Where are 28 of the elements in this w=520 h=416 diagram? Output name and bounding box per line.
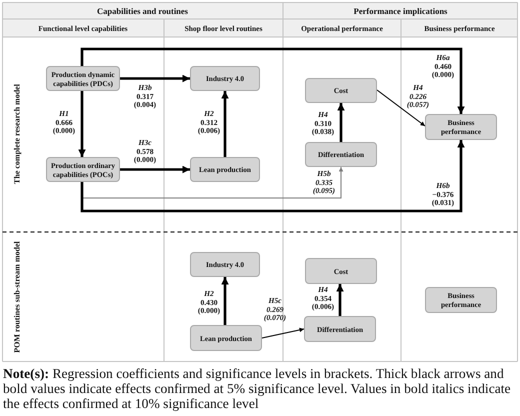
arrow	[80, 140, 465, 212]
arrow	[221, 277, 229, 325]
row-label: The complete research model	[12, 84, 22, 184]
arrow	[336, 284, 344, 316]
note-text: Note(s): Regression coefficients and significance levels in brackets. Thick black arrows and bold values indicate effects confirmed at 5% significance level. Values in bold italics indicate the effects confirmed at 10% significance level	[3, 366, 512, 411]
arrow	[337, 103, 345, 142]
construct-box	[305, 142, 377, 167]
construct-box	[425, 114, 497, 140]
construct-box	[190, 252, 260, 277]
arrow	[82, 166, 344, 198]
construct-box	[190, 157, 260, 182]
construct-box	[190, 325, 262, 351]
construct-box	[305, 258, 377, 284]
construct-box	[190, 66, 260, 91]
construct-box	[305, 78, 377, 103]
arrow	[120, 74, 190, 82]
arrow	[120, 166, 190, 174]
construct-box	[46, 66, 120, 91]
arrow	[376, 90, 426, 126]
arrow	[80, 48, 465, 114]
column-header: Capabilities and routines	[2, 2, 283, 19]
arrow	[262, 328, 304, 338]
arrow	[78, 91, 86, 157]
construct-box	[304, 316, 376, 342]
arrow	[221, 91, 229, 157]
column-header: Performance implications	[283, 2, 518, 19]
construct-box	[425, 287, 497, 313]
row-label: POM routines sub-stream model	[12, 241, 22, 353]
